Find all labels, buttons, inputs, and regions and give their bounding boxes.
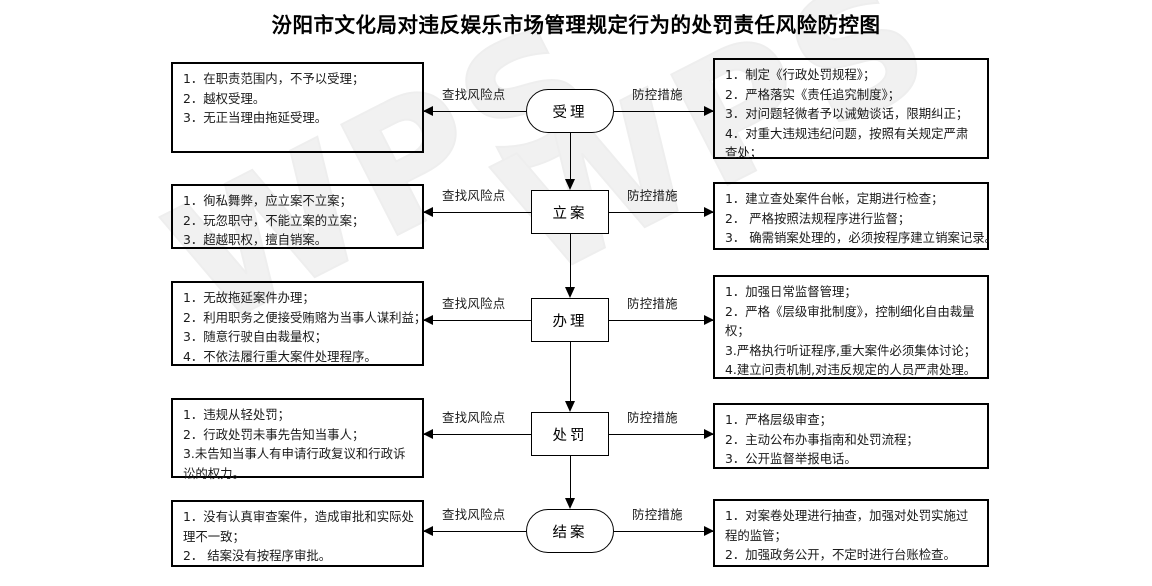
connector-line-vertical: [570, 342, 571, 403]
connector-line-vertical: [570, 234, 571, 289]
risk-connector-label: 查找风险点: [442, 296, 506, 311]
measure-connector-label: 防控措施: [632, 87, 683, 102]
arrow-down-icon: [565, 287, 575, 298]
connector-line-left: [424, 434, 531, 435]
risk-item: 4．不依法履行重大案件处理程序。: [183, 348, 377, 364]
arrow-left-icon: [423, 106, 433, 116]
measure-item: 1．加强日常监督管理；: [725, 284, 857, 299]
risk-item: 2．玩忽职守，不能立案的立案；: [183, 212, 365, 228]
risk-box: 1．在职责范围内，不予以受理； 2．越权受理。 3．无正当理由拖延受理。: [171, 62, 424, 153]
measure-item: 2．严格《层级审批制度》，控制细化自由裁量权；: [725, 303, 975, 339]
risk-item: 2．利用职务之便接受贿赂为当事人谋利益；: [183, 309, 427, 325]
connector-line-left: [424, 531, 526, 532]
risk-item: 1．没有认真审查案件，造成审批和实际处理不一致；: [183, 509, 414, 544]
process-node-4[interactable]: 处罚: [531, 412, 609, 456]
measure-item: 1．制定《行政处罚规程》；: [725, 67, 876, 82]
connector-line-vertical: [570, 456, 571, 500]
measure-box: 1．制定《行政处罚规程》； 2．严格落实《责任追究制度》； 3．对问题轻微者予以诫勉…: [713, 58, 989, 160]
connector-line-vertical: [570, 133, 571, 181]
measure-item: 2．主动公布办事指南和处罚流程；: [725, 431, 919, 447]
risk-connector-label: 查找风险点: [442, 410, 506, 425]
connector-line-right: [609, 212, 713, 213]
measure-item: 1．建立查处案件台帐，定期进行检查；: [725, 191, 944, 206]
measure-item: 4.建立问责机制,对违反规定的人员严肃处理。: [725, 362, 977, 377]
process-node-5[interactable]: 结案: [526, 509, 614, 553]
connector-line-right: [609, 434, 713, 435]
arrow-right-icon: [704, 106, 714, 116]
arrow-left-icon: [423, 315, 433, 325]
measure-box: 1．严格层级审查； 2．主动公布办事指南和处罚流程； 3．公开监督举报电话。: [713, 403, 989, 469]
arrow-right-icon: [704, 207, 714, 217]
measure-item: 4．对重大违规违纪问题，按照有关规定严肃查处；: [725, 125, 969, 161]
connector-line-left: [424, 111, 526, 112]
risk-connector-label: 查找风险点: [442, 507, 506, 522]
risk-box: 1．违规从轻处罚； 2．行政处罚未事先告知当事人； 3.未告知当事人有申请行政复议和…: [171, 398, 424, 481]
arrow-left-icon: [423, 526, 433, 536]
risk-box: 1．无故拖延案件办理； 2．利用职务之便接受贿赂为当事人谋利益； 3．随意行驶自由裁…: [171, 281, 427, 366]
measure-item: 2． 严格按照法规程序进行监督；: [725, 210, 911, 226]
arrow-right-icon: [704, 429, 714, 439]
arrow-right-icon: [704, 526, 714, 536]
risk-connector-label: 查找风险点: [442, 87, 506, 102]
measure-item: 3． 确需销案处理的，必须按程序建立销案记录。: [725, 230, 998, 245]
risk-item: 3.未告知当事人有申请行政复议和行政诉讼的权力。: [183, 446, 406, 481]
measure-item: 3．对问题轻微者予以诫勉谈话，限期纠正；: [725, 106, 969, 121]
measure-connector-label: 防控措施: [627, 188, 678, 203]
risk-item: 1．在职责范围内，不予以受理；: [183, 71, 365, 86]
page-title: 汾阳市文化局对违反娱乐市场管理规定行为的处罚责任风险防控图: [271, 13, 881, 37]
risk-item: 2． 结案没有按程序审批。: [183, 548, 332, 563]
connector-line-left: [424, 320, 531, 321]
arrow-down-icon: [565, 401, 575, 412]
measure-connector-label: 防控措施: [627, 410, 678, 425]
risk-item: 2．越权受理。: [183, 90, 266, 106]
process-node-2[interactable]: 立案: [531, 190, 609, 234]
process-node-3[interactable]: 办理: [531, 298, 609, 342]
risk-box: 1．没有认真审查案件，造成审批和实际处理不一致； 2． 结案没有按程序审批。: [171, 500, 424, 567]
measure-item: 2．严格落实《责任追究制度》；: [725, 86, 901, 102]
connector-line-right: [614, 111, 713, 112]
measure-item: 1．严格层级审查；: [725, 412, 833, 427]
process-node-1[interactable]: 受理: [526, 89, 614, 133]
measure-item: 3．公开监督举报电话。: [725, 451, 857, 466]
connector-line-left: [424, 212, 531, 213]
risk-item: 3．超越职权，擅自销案。: [183, 232, 328, 247]
measure-box: 1．建立查处案件台帐，定期进行检查； 2． 严格按照法规程序进行监督； 3． 确需销…: [713, 182, 998, 250]
arrow-right-icon: [704, 315, 714, 325]
risk-item: 3．随意行驶自由裁量权；: [183, 329, 328, 344]
arrow-left-icon: [423, 429, 433, 439]
measure-connector-label: 防控措施: [632, 507, 683, 522]
risk-item: 1．无故拖延案件办理；: [183, 290, 315, 305]
measure-connector-label: 防控措施: [627, 296, 678, 311]
risk-item: 3．无正当理由拖延受理。: [183, 110, 328, 125]
measure-item: 3.严格执行听证程序,重大案件必须集体讨论；: [725, 342, 977, 358]
measure-box: 1．加强日常监督管理； 2．严格《层级审批制度》，控制细化自由裁量权； 3.严格执行…: [713, 275, 989, 379]
connector-line-right: [614, 531, 713, 532]
risk-item: 2．行政处罚未事先告知当事人；: [183, 426, 365, 442]
arrow-down-icon: [565, 179, 575, 190]
arrow-down-icon: [565, 498, 575, 509]
measure-item: 2．加强政务公开，不定时进行台账检查。: [725, 547, 956, 562]
measure-box: 1．对案卷处理进行抽查，加强对处罚实施过程的监管； 2．加强政务公开，不定时进行台…: [713, 499, 989, 567]
risk-box: 1．徇私舞弊，应立案不立案； 2．玩忽职守，不能立案的立案； 3．超越职权，擅自销案…: [171, 184, 424, 249]
arrow-left-icon: [423, 207, 433, 217]
risk-item: 1．徇私舞弊，应立案不立案；: [183, 193, 352, 208]
measure-item: 1．对案卷处理进行抽查，加强对处罚实施过程的监管；: [725, 508, 969, 543]
connector-line-right: [609, 320, 713, 321]
risk-connector-label: 查找风险点: [442, 188, 506, 203]
risk-item: 1．违规从轻处罚；: [183, 407, 291, 422]
